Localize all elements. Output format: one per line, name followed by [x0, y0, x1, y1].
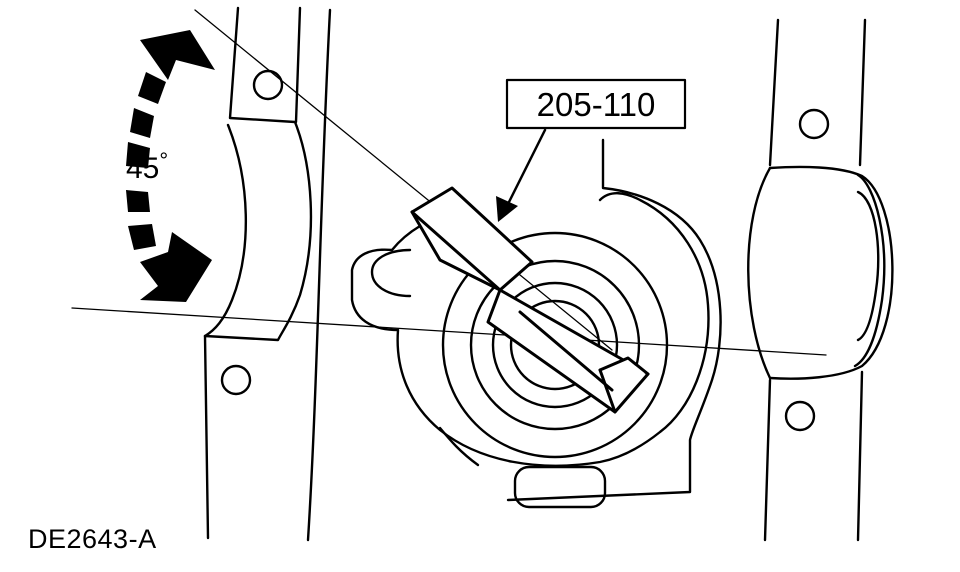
figure-id-label: DE2643-A	[28, 524, 157, 554]
callout-box	[505, 78, 687, 130]
bolt-hole-lower-right	[784, 400, 816, 432]
bore-ring-3	[491, 281, 619, 409]
rotation-arrow	[126, 30, 215, 302]
special-tool-205-110	[410, 186, 650, 414]
lower-lug	[513, 465, 607, 509]
rotation-angle-label: 45°	[126, 148, 168, 185]
reference-lines	[71, 9, 827, 356]
arrowhead-down	[140, 232, 212, 302]
bolt-hole-upper-left	[252, 69, 284, 101]
bore-ring-2	[469, 259, 641, 431]
right-housing	[747, 18, 894, 542]
left-housing	[203, 6, 332, 542]
rotation-angle-value: 45	[126, 152, 159, 185]
callout-leader	[496, 128, 547, 222]
bolt-hole-upper-right	[798, 108, 830, 140]
bolt-hole-lower-left	[220, 364, 252, 396]
arrowhead-up	[140, 30, 215, 80]
tool-number-label: 205-110	[537, 86, 656, 123]
degree-symbol: °	[159, 148, 168, 173]
